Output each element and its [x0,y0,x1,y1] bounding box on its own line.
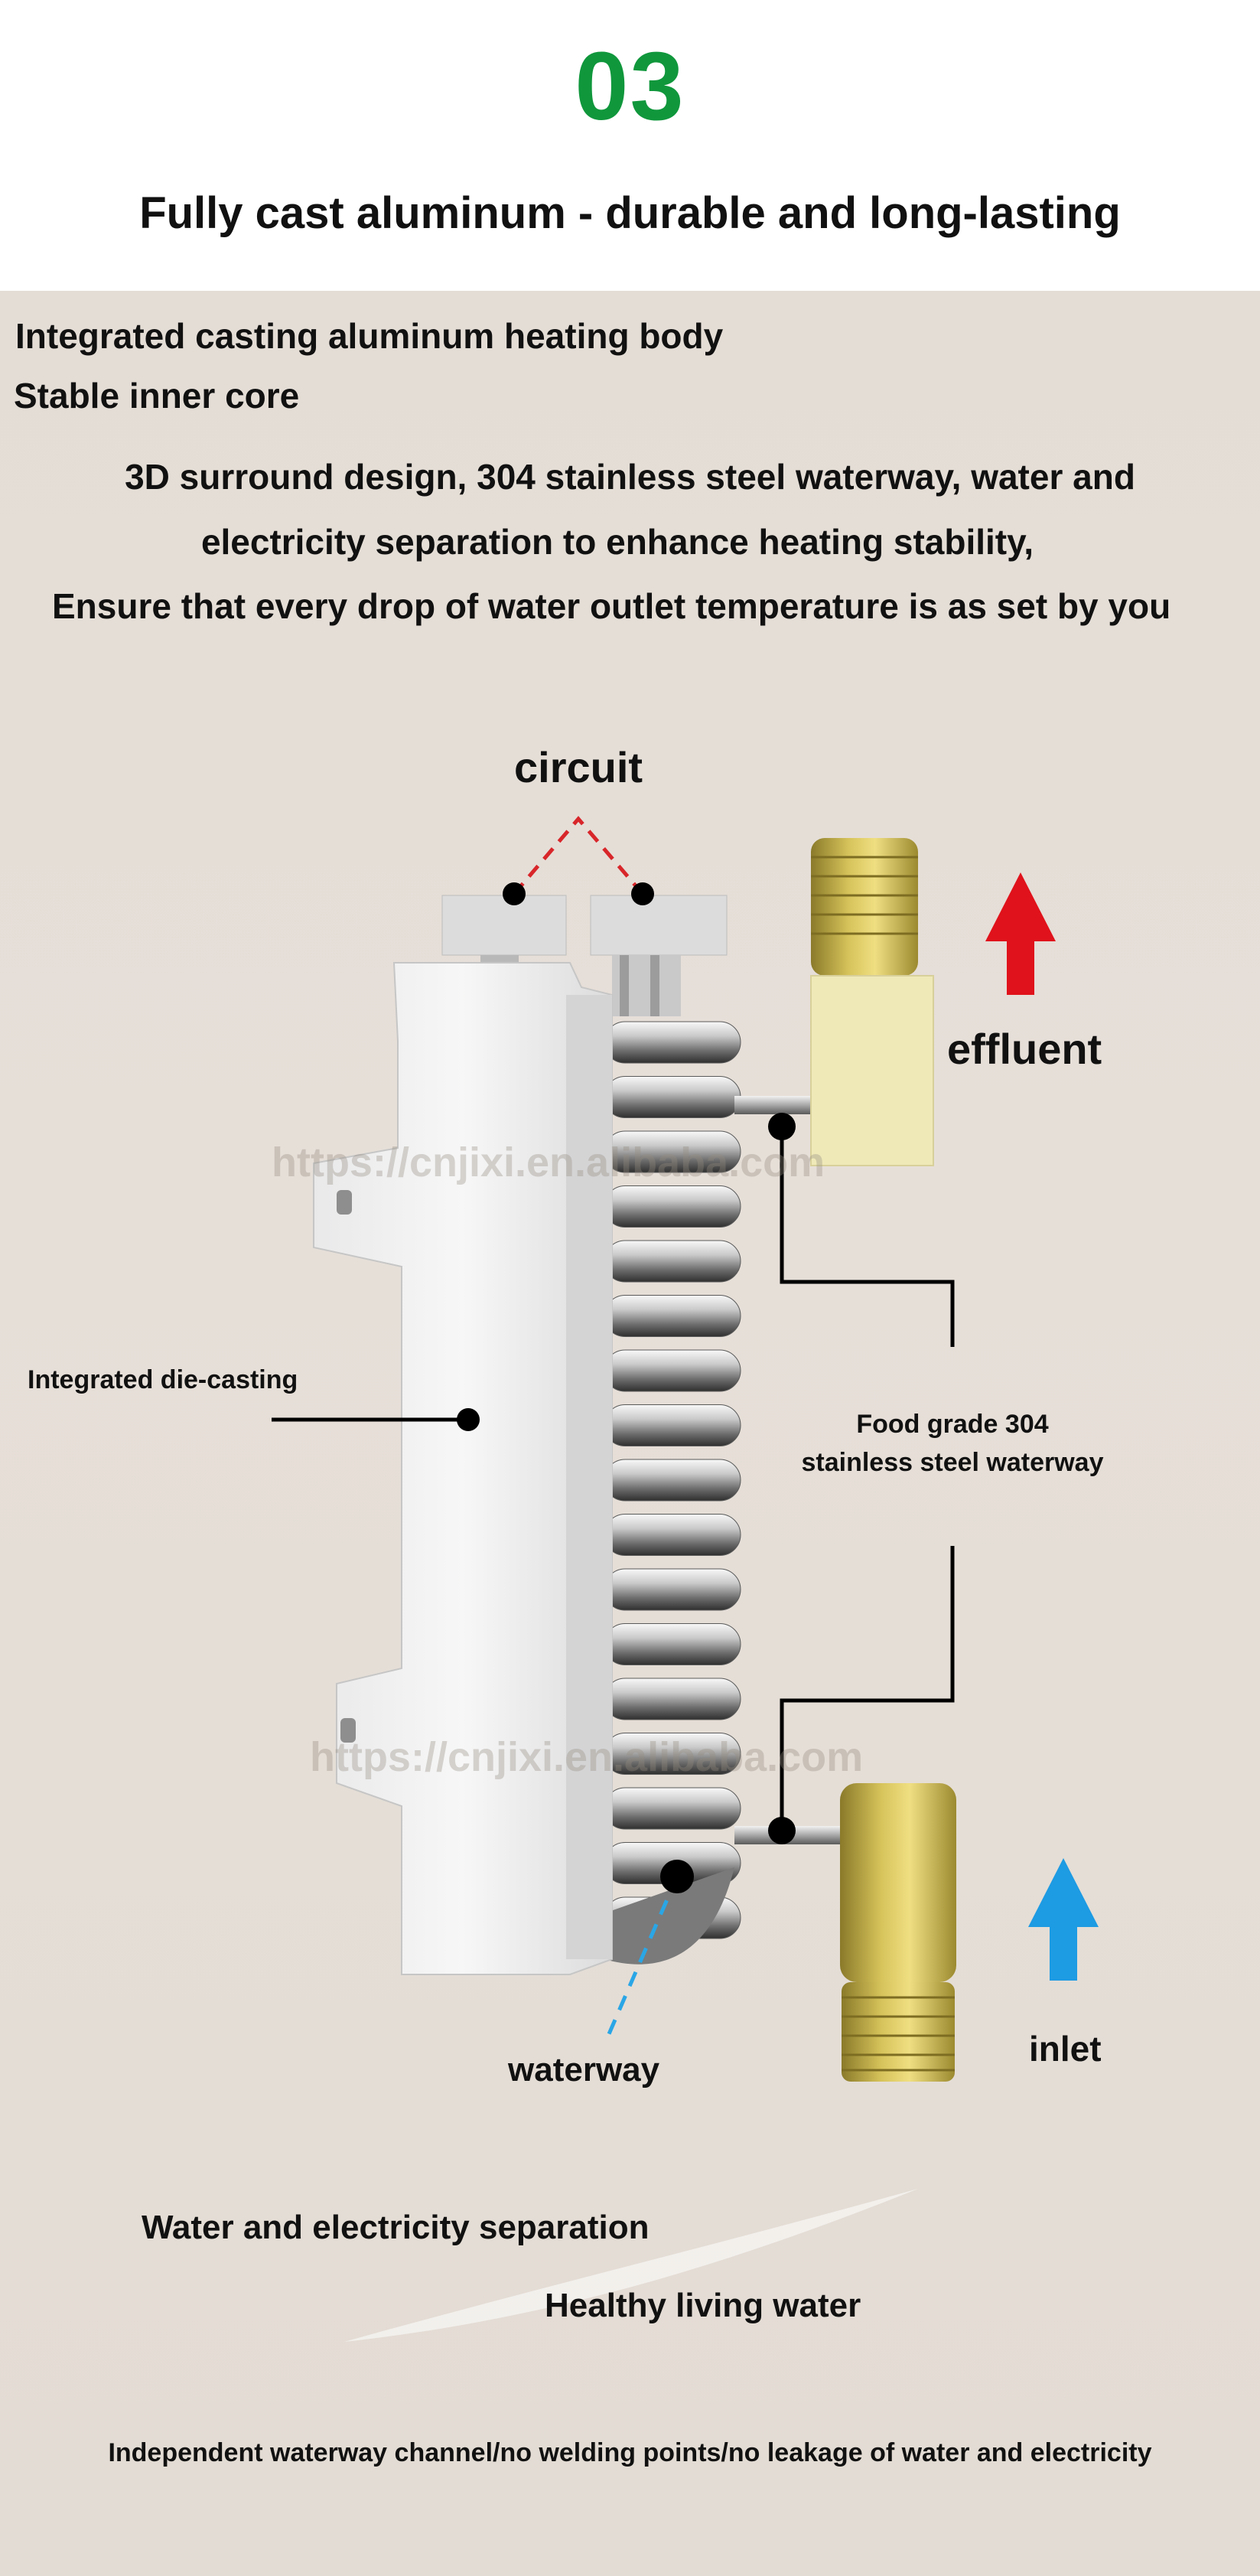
coil-loop [604,1678,741,1720]
food-grade-label-1: Food grade 304 [856,1410,1049,1439]
circuit-dashed-line [513,816,644,895]
watermark-bottom: https://cnjixi.en.alibaba.com [310,1734,864,1780]
effluent-fitting [734,838,934,1166]
coil-loop [604,1240,741,1283]
bottom-tagline: Independent waterway channel/no welding … [108,2438,1152,2467]
circuit-terminals [441,895,728,1016]
stainless-steel-coil [604,1021,741,1965]
intro-line-1: Integrated casting aluminum heating body [15,316,724,356]
food-grade-leader-bottom [780,1546,955,1831]
description-line-2: electricity separation to enhance heatin… [200,522,1034,562]
food-grade-leader-top [780,1127,955,1347]
section-number: 03 [575,32,685,140]
description-line-3: Ensure that every drop of water outlet t… [52,586,1171,626]
coil-loop [604,1185,741,1228]
intro-line-2: Stable inner core [14,376,300,416]
inlet-label: inlet [1029,2029,1102,2069]
circuit-label: circuit [514,743,643,791]
coil-loop [604,1514,741,1556]
coil-base [604,1867,734,1965]
light-streak [344,2189,918,2342]
coil-loop [604,1295,741,1337]
section-title: Fully cast aluminum - durable and long-l… [139,188,1121,238]
effluent-label: effluent [947,1025,1102,1073]
food-grade-label-2: stainless steel waterway [801,1448,1104,1477]
watermark-top: https://cnjixi.en.alibaba.com [272,1140,825,1185]
waterway-label: waterway [508,2051,660,2089]
cast-aluminum-body [313,962,613,1975]
header-section: 03 Fully cast aluminum - durable and lon… [0,0,1260,291]
description-line-1: 3D surround design, 304 stainless steel … [125,457,1135,497]
coil-loop [604,1349,741,1392]
coil-loop [604,1459,741,1502]
coil-loop [604,1021,741,1064]
integrated-die-casting-label: Integrated die-casting [28,1365,298,1394]
coil-loop [604,1787,741,1830]
inlet-arrow-icon [1028,1858,1099,1981]
coil-loop [604,1404,741,1446]
coil-loop [604,1076,741,1118]
separation-text: Water and electricity separation [142,2209,650,2246]
healthy-water-text: Healthy living water [545,2287,861,2324]
inlet-fitting [734,1783,956,2082]
effluent-arrow-icon [985,872,1056,995]
coil-loop [604,1568,741,1611]
coil-loop [604,1623,741,1665]
waterway-dashed-line [606,1876,679,2036]
